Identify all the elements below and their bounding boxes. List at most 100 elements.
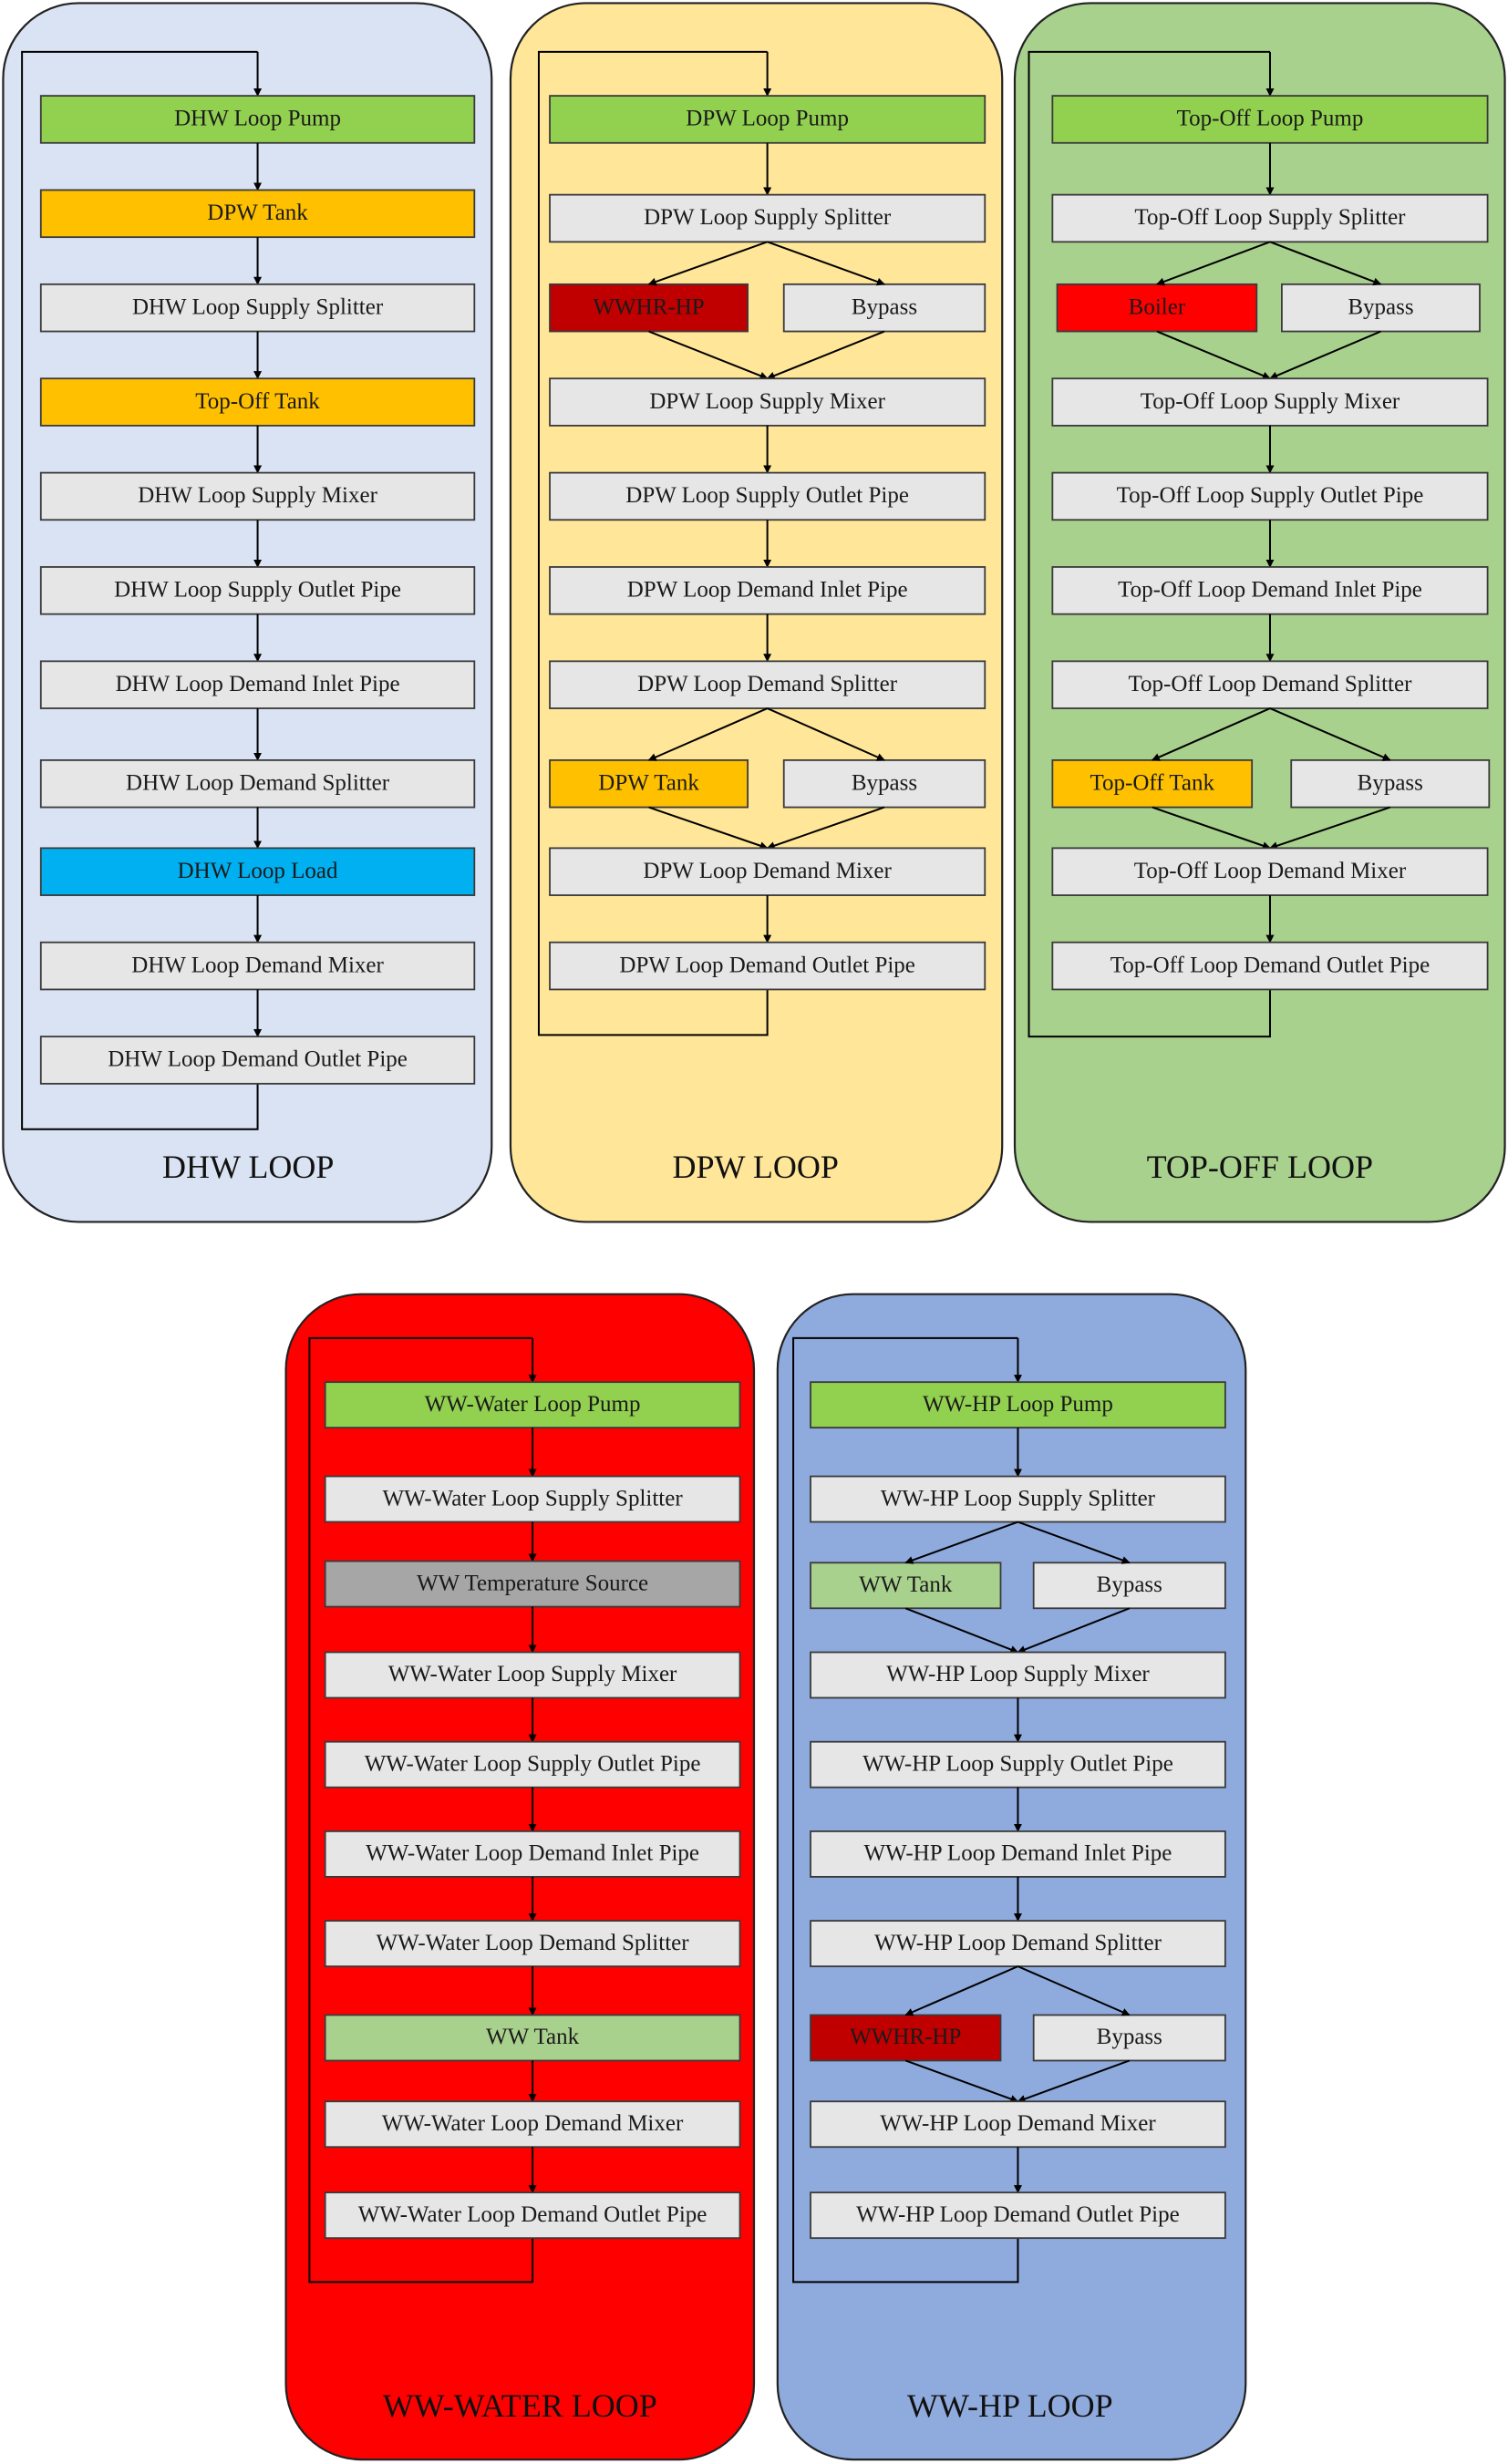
ww-hp-loop-title: WW-HP LOOP [907, 2387, 1113, 2424]
top-off-loop-bypass-box: Bypass [1290, 758, 1491, 809]
dhw-loop-top-off-tank-box: Top-Off Tank [39, 377, 476, 427]
top-off-loop-top-off-loop-demand-outlet-pipe-box-label: Top-Off Loop Demand Outlet Pipe [1110, 953, 1431, 977]
ww-hp-loop-ww-hp-loop-demand-mixer-box-label: WW-HP Loop Demand Mixer [880, 2111, 1156, 2136]
dpw-loop-dpw-loop-supply-outlet-pipe-box: DPW Loop Supply Outlet Pipe [549, 471, 986, 521]
ww-hp-loop-split-arrow-right [1017, 1965, 1131, 2016]
ww-hp-loop-bypass-box: Bypass [1032, 1562, 1226, 1610]
ww-hp-loop-ww-hp-loop-supply-outlet-pipe-box-shape [810, 1740, 1226, 1789]
ww-hp-loop-split-arrow-right [1017, 1521, 1131, 1564]
dpw-loop-dpw-loop-demand-mixer-box-shape [549, 847, 986, 896]
dhw-loop-dhw-loop-demand-splitter-box: DHW Loop Demand Splitter [39, 758, 476, 809]
dpw-loop-merge-arrow-left [648, 330, 769, 380]
top-off-loop-return-line [1028, 50, 1271, 1038]
ww-hp-loop-ww-hp-loop-supply-mixer-box-label: WW-HP Loop Supply Mixer [886, 1662, 1150, 1686]
dpw-loop-dpw-loop-supply-splitter-box-shape [549, 193, 986, 243]
top-off-loop-top-off-tank-box: Top-Off Tank [1051, 758, 1254, 809]
top-off-loop-top-off-tank-box-label: Top-Off Tank [1090, 770, 1214, 795]
top-off-loop-bypass-box-shape [1281, 283, 1481, 333]
ww-water-loop-ww-tank-box-label: WW Tank [486, 2025, 580, 2049]
dpw-loop-dpw-loop-demand-outlet-pipe-box: DPW Loop Demand Outlet Pipe [549, 941, 986, 991]
dpw-loop-merge-arrow-right [766, 806, 885, 850]
ww-hp-loop-ww-hp-loop-demand-outlet-pipe-box: WW-HP Loop Demand Outlet Pipe [810, 2191, 1226, 2240]
ww-hp-loop-merge-arrow-right [1017, 1607, 1131, 1654]
dhw-loop-dhw-loop-load-box-label: DHW Loop Load [178, 859, 338, 883]
ww-water-loop-ww-water-loop-pump-box-shape [324, 1381, 741, 1429]
ww-hp-loop-ww-hp-loop-supply-outlet-pipe-box: WW-HP Loop Supply Outlet Pipe [810, 1740, 1226, 1789]
top-off-loop-bypass-box: Bypass [1281, 283, 1481, 333]
top-off-loop-merge-arrow-left [1156, 330, 1271, 380]
dhw-loop-dhw-loop-demand-mixer-box-shape [39, 941, 476, 991]
ww-hp-loop-ww-tank-box-shape [810, 1562, 1002, 1610]
dpw-loop-bypass-box: Bypass [782, 283, 986, 333]
ww-water-loop-ww-water-loop-supply-mixer-box-label: WW-Water Loop Supply Mixer [388, 1662, 677, 1686]
dpw-loop-dpw-loop-demand-mixer-box: DPW Loop Demand Mixer [549, 847, 986, 896]
top-off-loop-top-off-loop-demand-splitter-box: Top-Off Loop Demand Splitter [1051, 660, 1489, 709]
top-off-loop-top-off-loop-demand-inlet-pipe-box: Top-Off Loop Demand Inlet Pipe [1051, 566, 1489, 615]
ww-hp-loop-ww-tank-box: WW Tank [810, 1562, 1002, 1610]
ww-hp-loop-ww-hp-loop-supply-outlet-pipe-box-label: WW-HP Loop Supply Outlet Pipe [862, 1751, 1173, 1776]
top-off-loop-top-off-loop-demand-mixer-box: Top-Off Loop Demand Mixer [1051, 847, 1489, 896]
ww-water-loop-ww-water-loop-demand-mixer-box-shape [324, 2100, 741, 2149]
ww-water-loop-ww-water-loop-supply-splitter-box-label: WW-Water Loop Supply Splitter [382, 1486, 683, 1510]
top-off-loop-top-off-loop-demand-mixer-box-shape [1051, 847, 1489, 896]
dpw-loop-bypass-box-label: Bypass [852, 770, 917, 795]
ww-hp-loop-bypass-box-shape [1032, 1562, 1226, 1610]
ww-water-loop-return-line [308, 1336, 534, 2284]
dpw-loop-split-arrow-right [767, 707, 885, 761]
dpw-loop-dpw-tank-box-label: DPW Tank [598, 770, 699, 795]
ww-hp-loop-merge-arrow-left [904, 2059, 1019, 2103]
dhw-loop-dhw-loop-pump-box-label: DHW Loop Pump [174, 107, 341, 131]
ww-water-loop-ww-water-loop-supply-splitter-box: WW-Water Loop Supply Splitter [324, 1475, 741, 1523]
ww-water-loop-ww-water-loop-demand-splitter-box-label: WW-Water Loop Demand Splitter [377, 1931, 690, 1955]
dpw-loop-dpw-loop-demand-splitter-box: DPW Loop Demand Splitter [549, 660, 986, 709]
dhw-loop-dhw-loop-demand-inlet-pipe-box-label: DHW Loop Demand Inlet Pipe [116, 672, 400, 696]
ww-water-loop-ww-water-loop-demand-outlet-pipe-box-label: WW-Water Loop Demand Outlet Pipe [358, 2202, 708, 2227]
ww-water-loop-ww-water-loop-demand-mixer-box-label: WW-Water Loop Demand Mixer [382, 2111, 684, 2136]
top-off-loop-top-off-loop-demand-inlet-pipe-box-shape [1051, 566, 1489, 615]
dhw-loop-dhw-loop-demand-inlet-pipe-box: DHW Loop Demand Inlet Pipe [39, 660, 476, 709]
top-off-loop-top-off-loop-demand-outlet-pipe-box: Top-Off Loop Demand Outlet Pipe [1051, 941, 1489, 991]
ww-water-loop-ww-water-loop-demand-splitter-box-shape [324, 1920, 741, 1967]
top-off-loop-top-off-loop-demand-inlet-pipe-box-label: Top-Off Loop Demand Inlet Pipe [1118, 578, 1422, 603]
top-off-loop-boiler-box: Boiler [1056, 283, 1258, 333]
ww-hp-loop-ww-tank-box-label: WW Tank [859, 1572, 953, 1597]
ww-hp-loop-ww-hp-loop-supply-mixer-box: WW-HP Loop Supply Mixer [810, 1651, 1226, 1699]
dpw-loop-split-arrow-left [647, 707, 769, 761]
ww-water-loop-ww-temperature-source-box-label: WW Temperature Source [417, 1571, 648, 1595]
ww-water-loop-ww-water-loop-supply-outlet-pipe-box-shape [324, 1740, 741, 1789]
ww-hp-loop-ww-hp-loop-pump-box: WW-HP Loop Pump [810, 1381, 1226, 1429]
top-off-loop-title: TOP-OFF LOOP [1147, 1149, 1373, 1185]
ww-water-loop-ww-water-loop-demand-outlet-pipe-box-shape [324, 2191, 741, 2240]
dhw-loop-dhw-loop-supply-mixer-box-label: DHW Loop Supply Mixer [138, 483, 377, 508]
top-off-loop-bypass-box-label: Bypass [1348, 294, 1413, 319]
ww-hp-loop-ww-hp-loop-demand-inlet-pipe-box-label: WW-HP Loop Demand Inlet Pipe [864, 1841, 1172, 1866]
top-off-loop-top-off-loop-demand-mixer-box-label: Top-Off Loop Demand Mixer [1134, 859, 1407, 883]
ww-water-loop-ww-water-loop-demand-outlet-pipe-box: WW-Water Loop Demand Outlet Pipe [324, 2191, 741, 2240]
ww-hp-loop-return-line [792, 1336, 1019, 2284]
ww-hp-loop-ww-hp-loop-pump-box-shape [810, 1381, 1226, 1429]
dpw-loop-wwhr-hp-box-shape [549, 283, 749, 333]
dhw-loop-top-off-tank-box-label: Top-Off Tank [195, 389, 320, 414]
dpw-loop-split-arrow-left [647, 241, 768, 286]
dpw-loop-dpw-loop-demand-inlet-pipe-box: DPW Loop Demand Inlet Pipe [549, 566, 986, 615]
dpw-loop-merge-arrow-left [648, 806, 769, 850]
ww-hp-loop-bypass-box-shape [1032, 2014, 1226, 2062]
ww-water-loop-ww-water-loop-demand-inlet-pipe-box-label: WW-Water Loop Demand Inlet Pipe [366, 1841, 699, 1866]
ww-hp-loop-ww-hp-loop-demand-mixer-box-shape [810, 2100, 1226, 2149]
top-off-loop-top-off-loop-demand-outlet-pipe-box-shape [1051, 941, 1489, 991]
ww-water-loop-ww-water-loop-supply-outlet-pipe-box-label: WW-Water Loop Supply Outlet Pipe [365, 1751, 701, 1776]
top-off-loop-split-arrow-right [1269, 707, 1391, 761]
dpw-loop-dpw-loop-pump-box-shape [549, 95, 986, 144]
dhw-loop-dhw-loop-demand-outlet-pipe-box-label: DHW Loop Demand Outlet Pipe [108, 1047, 408, 1072]
dhw-loop-dhw-loop-supply-splitter-box-label: DHW Loop Supply Splitter [132, 294, 384, 319]
ww-hp-loop-bypass-box: Bypass [1032, 2014, 1226, 2062]
ww-water-loop-ww-temperature-source-box: WW Temperature Source [324, 1560, 741, 1608]
ww-hp-loop-ww-hp-loop-supply-splitter-box-shape [810, 1475, 1226, 1523]
dpw-loop-dpw-loop-demand-outlet-pipe-box-label: DPW Loop Demand Outlet Pipe [619, 953, 915, 977]
dhw-loop-dhw-loop-demand-splitter-box-label: DHW Loop Demand Splitter [126, 770, 390, 795]
ww-water-loop-ww-water-loop-demand-mixer-box: WW-Water Loop Demand Mixer [324, 2100, 741, 2149]
ww-water-loop-ww-water-loop-pump-box-label: WW-Water Loop Pump [425, 1392, 641, 1417]
top-off-loop-bypass-box-label: Bypass [1358, 770, 1423, 795]
